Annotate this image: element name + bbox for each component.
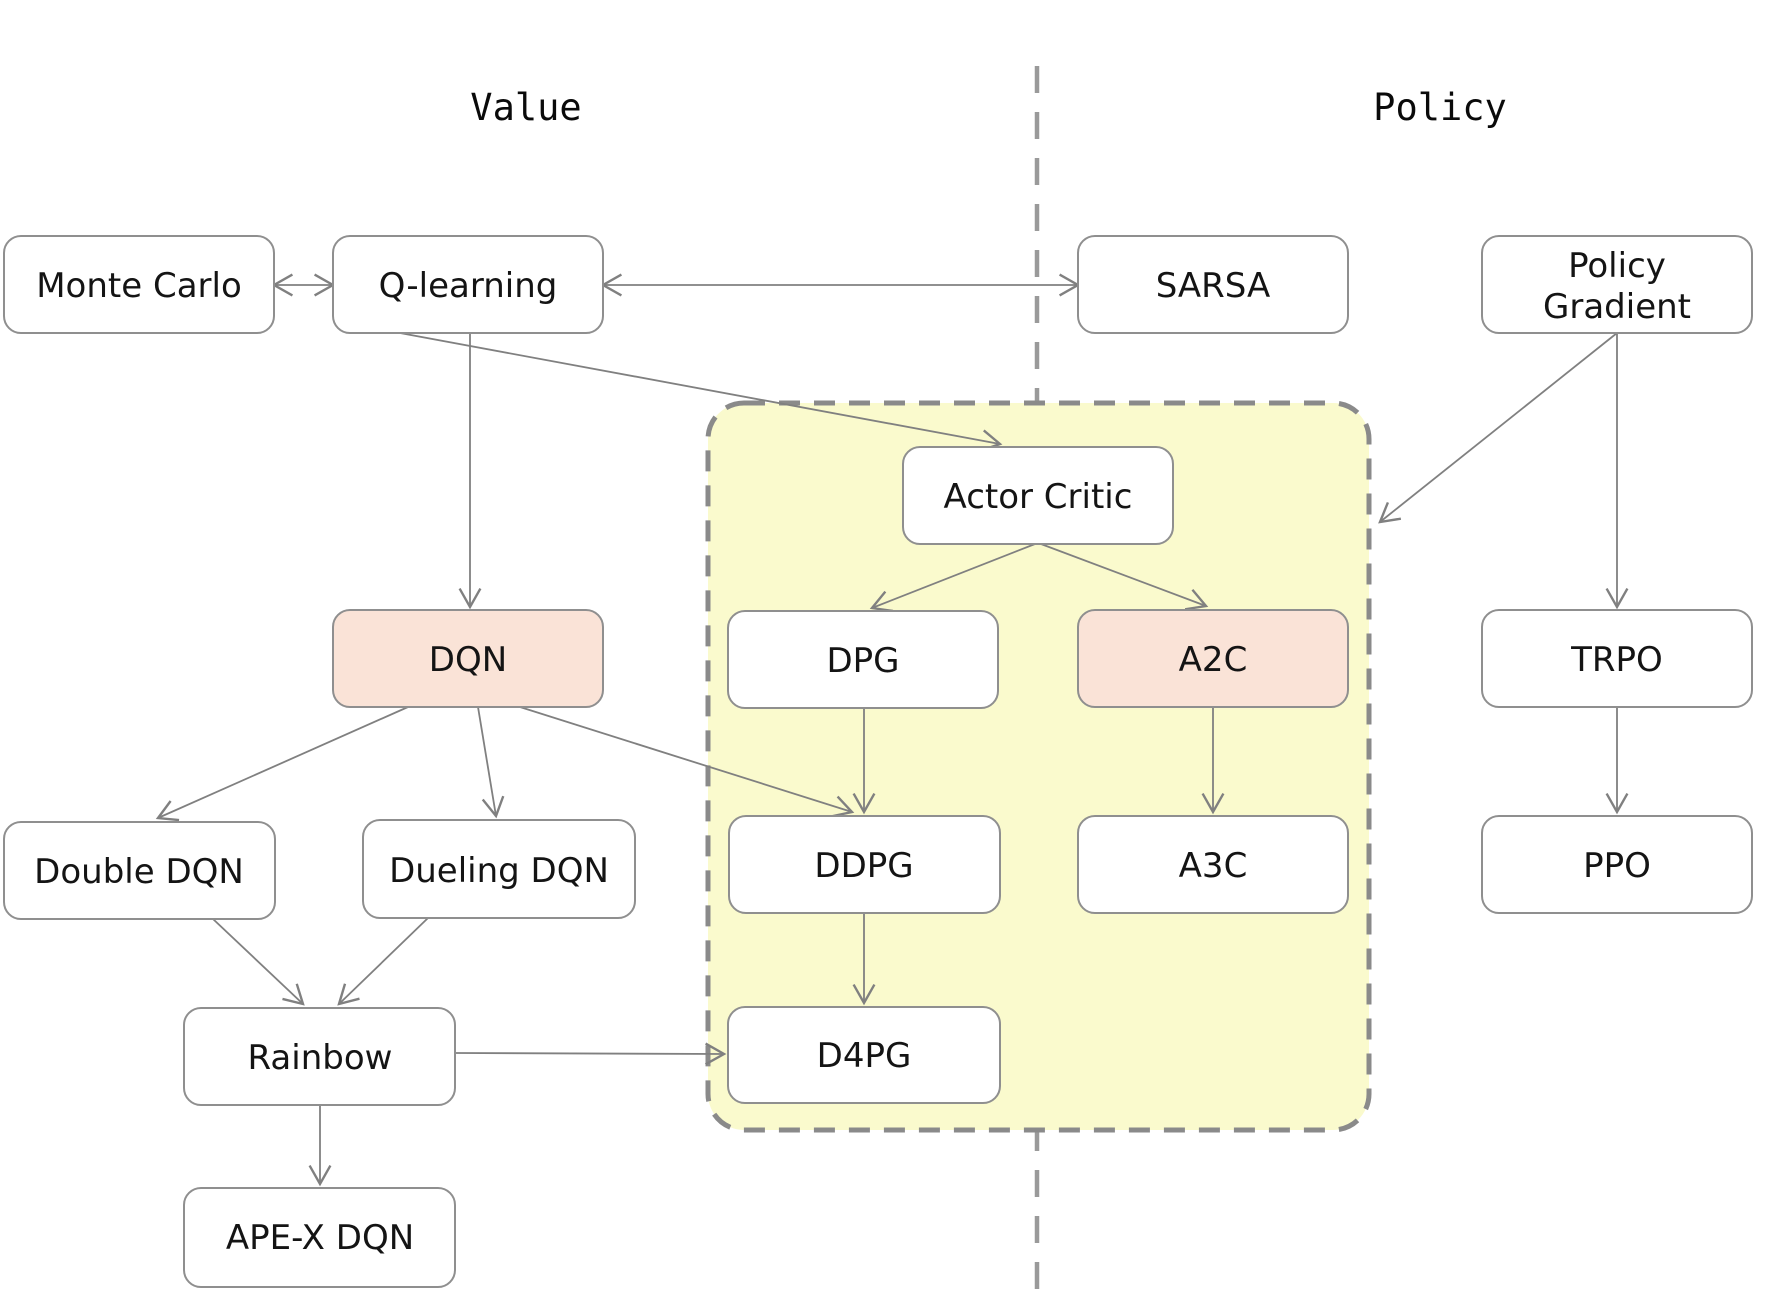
node-dueling-dqn-box [362,819,636,919]
node-a2c: A2C [1077,609,1349,708]
edge-qlearning-actorcritic [399,332,1003,453]
node-a2c-box [1077,609,1349,708]
edge-dqn-duelingdqn [477,706,505,819]
node-rainbow: Rainbow [183,1007,456,1106]
node-double-dqn: Double DQN [3,821,276,920]
edge-dqn-doubledqn [155,706,409,822]
node-ddpg: DDPG [728,815,1001,914]
node-apex-dqn-label: APE-X DQN [226,1218,414,1258]
node-trpo-box [1481,609,1753,708]
section-title-value: Value [470,86,581,129]
node-actor-critic: Actor Critic [902,446,1174,545]
node-sarsa: SARSA [1077,235,1349,334]
node-double-dqn-label: Double DQN [34,852,244,892]
node-ddpg-box [728,815,1001,914]
node-monte-carlo: Monte Carlo [3,235,275,334]
node-d4pg-box [727,1006,1001,1104]
node-a3c: A3C [1077,815,1349,914]
node-dpg: DPG [727,610,999,709]
node-d4pg: D4PG [727,1006,1001,1104]
node-monte-carlo-box [3,235,275,334]
node-ppo-box [1481,815,1753,914]
edge-duelingdqn-rainbow [337,917,429,1006]
edge-rainbow-d4pg [454,1042,727,1066]
node-apex-dqn: APE-X DQN [183,1187,456,1288]
node-dqn: DQN [332,609,604,708]
node-double-dqn-box [3,821,276,920]
node-dqn-label: DQN [429,640,507,680]
node-trpo: TRPO [1481,609,1753,708]
edge-policygradient-actorcritic-region [1378,332,1618,524]
node-q-learning: Q-learning [332,235,604,334]
node-dpg-box [727,610,999,709]
node-actor-critic-box [902,446,1174,545]
node-ppo-label: PPO [1583,846,1651,886]
node-dqn-box [332,609,604,708]
edge-actorcritic-dpg [869,543,1036,613]
node-dueling-dqn: Dueling DQN [362,819,636,919]
node-dueling-dqn-label: Dueling DQN [389,851,609,891]
node-d4pg-label: D4PG [817,1036,912,1076]
node-actor-critic-label: Actor Critic [944,477,1133,517]
node-a3c-label: A3C [1179,846,1248,886]
edge-doubledqn-rainbow [212,918,305,1006]
node-rainbow-label: Rainbow [248,1038,393,1078]
node-q-learning-label: Q-learning [379,266,558,306]
node-policy-gradient-box [1481,235,1753,334]
node-apex-dqn-box [183,1187,456,1288]
section-title-policy: Policy [1373,86,1507,129]
edge-actorcritic-a2c [1040,543,1209,611]
node-q-learning-box [332,235,604,334]
edge-dqn-ddpg [519,706,855,818]
node-sarsa-label: SARSA [1156,266,1271,306]
node-rainbow-box [183,1007,456,1106]
node-sarsa-box [1077,235,1349,334]
node-monte-carlo-label: Monte Carlo [36,266,242,306]
node-dpg-label: DPG [826,641,899,681]
node-ddpg-label: DDPG [814,846,913,886]
node-a3c-box [1077,815,1349,914]
node-trpo-label: TRPO [1570,640,1663,680]
node-a2c-label: A2C [1179,640,1248,680]
node-ppo: PPO [1481,815,1753,914]
